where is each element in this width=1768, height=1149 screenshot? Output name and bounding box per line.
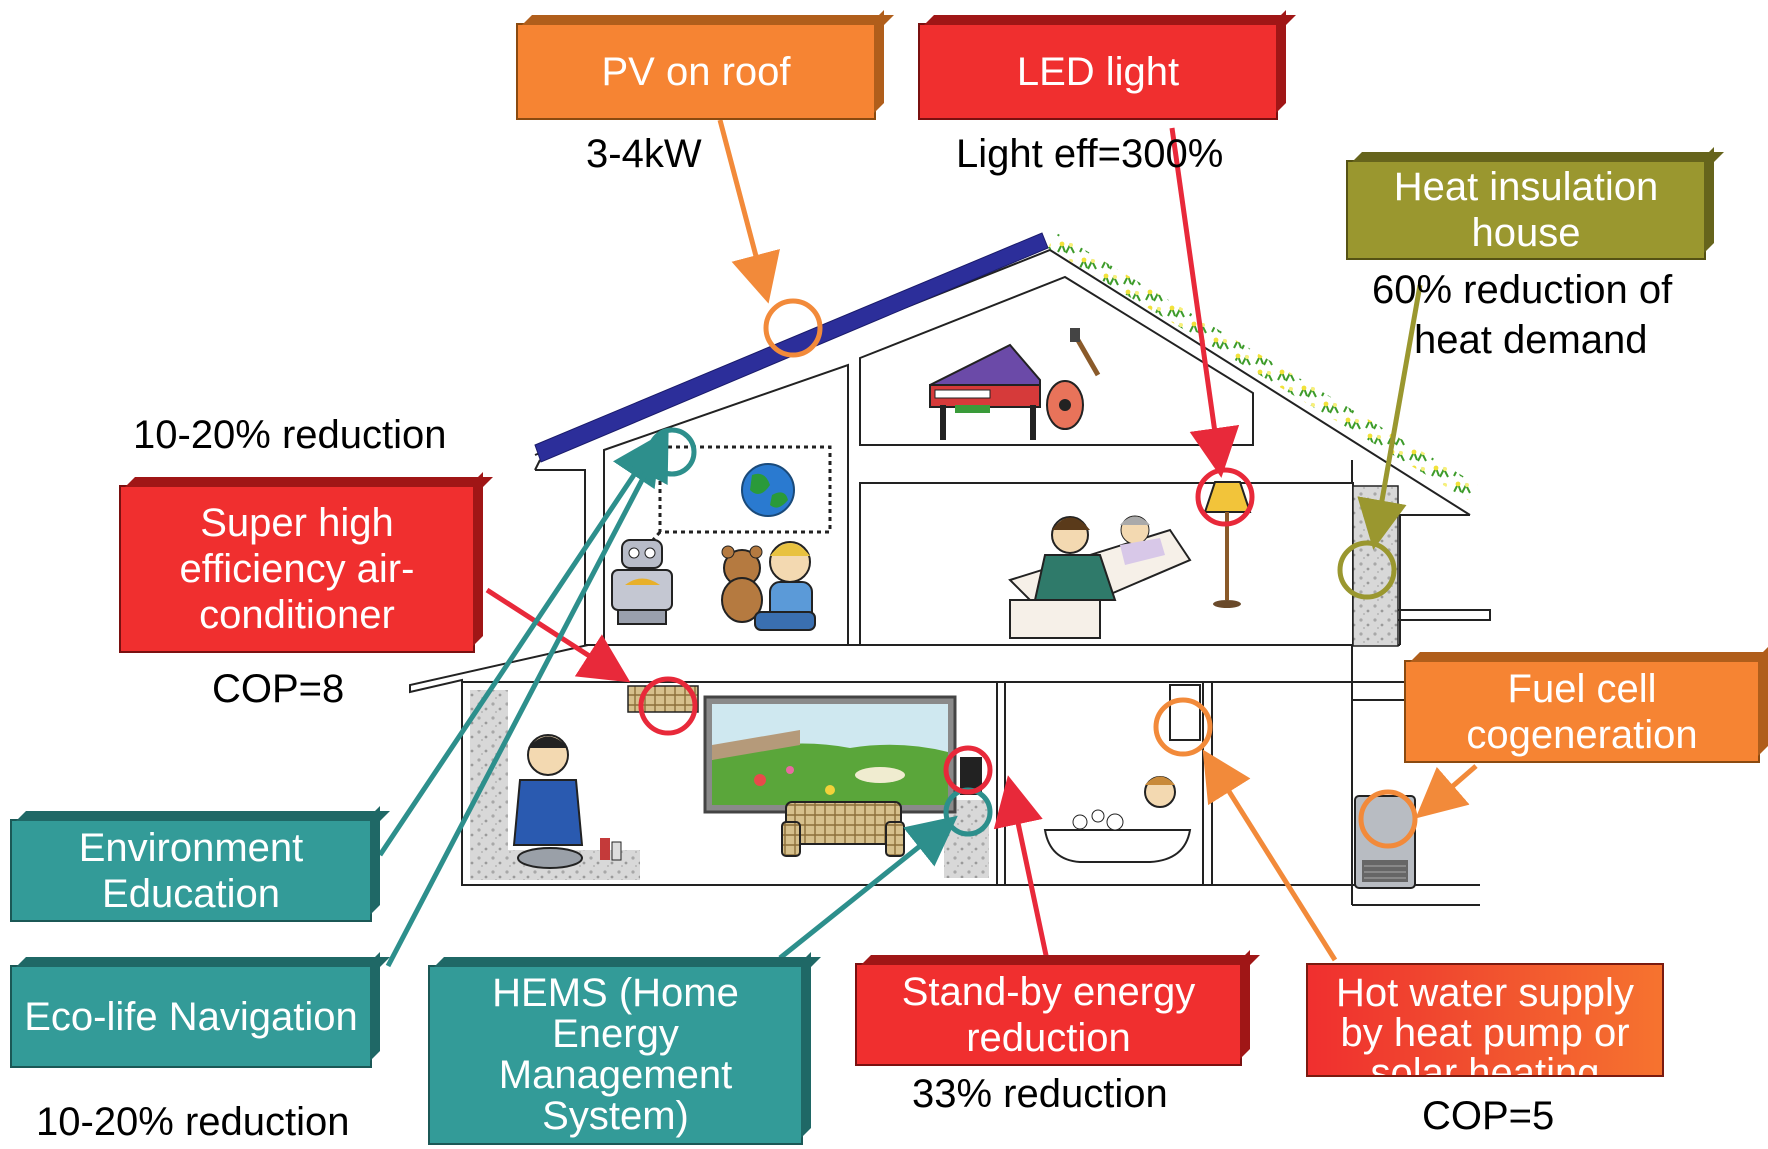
insulation-value-2: heat demand xyxy=(1414,318,1648,362)
pv-box-depth-top xyxy=(522,15,894,25)
aircon-title-2: efficiency air- xyxy=(179,547,415,591)
garden-window-icon xyxy=(703,695,957,814)
utility-room xyxy=(1211,681,1353,886)
env-education-box: Environment Education xyxy=(10,806,390,922)
hotwater-box: Hot water supply by heat pump or solar h… xyxy=(1306,963,1664,1077)
env-education-box-depth-right xyxy=(370,806,380,915)
piano-icon xyxy=(929,343,1041,440)
led-box: LED light xyxy=(918,10,1296,120)
fuelcell-arrow xyxy=(1415,764,1478,819)
hotwater-target-circle xyxy=(1153,697,1213,757)
insulation-value-1: 60% reduction of xyxy=(1372,268,1673,312)
insulation-box-depth-right xyxy=(1704,147,1714,253)
env-education-box-depth-top xyxy=(16,811,390,821)
fuel-cell-unit-icon xyxy=(1354,795,1416,889)
fuelcell-box: Fuel cell cogeneration xyxy=(1404,647,1768,763)
robot-icon xyxy=(611,539,673,625)
standby-device-icon xyxy=(960,757,982,795)
hems-box-depth-top xyxy=(434,957,821,967)
insulation-box: Heat insulation house xyxy=(1346,147,1724,260)
led-title: LED light xyxy=(1016,49,1180,94)
hems-title-3: Management xyxy=(498,1053,733,1097)
eco-nav-value: 10-20% reduction xyxy=(36,1100,350,1144)
hotwater-title-2: by heat pump or xyxy=(1340,1011,1630,1055)
hems-box-depth-right xyxy=(801,952,811,1138)
led-box-depth-right xyxy=(1276,10,1286,113)
led-arrow xyxy=(1169,127,1240,478)
insulation-arrow xyxy=(1357,284,1423,550)
hotwater-title-1: Hot water supply xyxy=(1336,971,1634,1015)
hems-arrow xyxy=(778,815,958,960)
insulation-title-2: house xyxy=(1471,211,1581,255)
standby-box-depth-top xyxy=(861,955,1260,965)
solar-panel-icon xyxy=(534,232,1049,463)
teddy-bear-icon xyxy=(721,545,763,623)
aircon-box-depth-top xyxy=(125,477,493,487)
eco-nav-title: Eco-life Navigation xyxy=(24,994,358,1039)
fuelcell-box-depth-top xyxy=(1410,652,1768,662)
bathroom-door xyxy=(1169,684,1201,741)
aircon-title-3: conditioner xyxy=(199,593,395,637)
aircon-box-depth-right xyxy=(473,472,483,646)
hems-title-1: HEMS (Home xyxy=(492,971,739,1016)
standby-box: Stand-by energy reduction xyxy=(855,950,1260,1066)
caregiver-icon xyxy=(1033,516,1117,601)
thought-bubble xyxy=(658,445,832,534)
pv-arrow xyxy=(717,119,780,304)
standby-box-depth-right xyxy=(1240,950,1250,1059)
cook-icon xyxy=(512,734,622,869)
pv-value: 3-4kW xyxy=(586,132,702,176)
pv-box: PV on roof xyxy=(516,10,894,120)
standby-target-circle xyxy=(943,745,993,795)
hems-title-2: Energy xyxy=(552,1012,679,1057)
aircon-above: 10-20% reduction xyxy=(133,413,447,457)
fuelcell-target-circle xyxy=(1358,789,1418,849)
pv-target-circle xyxy=(763,298,823,358)
standby-value: 33% reduction xyxy=(912,1072,1168,1116)
hotwater-box-depth-right xyxy=(1662,963,1664,1070)
aircon-title-1: Super high xyxy=(200,501,394,545)
guitar-icon xyxy=(1046,328,1101,430)
fuelcell-title-2: cogeneration xyxy=(1466,712,1698,757)
aircon-arrow xyxy=(485,587,631,683)
eco-nav-box-depth-right xyxy=(370,952,380,1061)
hotwater-title-3: solar heating xyxy=(1370,1051,1600,1077)
roof-garden-icon xyxy=(1048,232,1478,500)
led-box-depth-top xyxy=(924,15,1296,25)
sofa-icon xyxy=(781,801,905,857)
floor-lamp-icon xyxy=(1203,481,1252,608)
aircon-box: Super high efficiency air- conditioner xyxy=(119,472,493,653)
hems-title-4: System) xyxy=(542,1093,689,1138)
eco-nav-box-depth-top xyxy=(16,957,390,967)
bathtub-icon xyxy=(1043,776,1192,863)
earth-globe-icon xyxy=(741,463,795,517)
env-education-arrow xyxy=(377,433,662,857)
insulation-box-depth-top xyxy=(1352,152,1724,162)
hotwater-box-depth-top xyxy=(1312,963,1664,965)
eco-nav-box: Eco-life Navigation xyxy=(10,952,390,1068)
standby-title-2: reduction xyxy=(966,1015,1131,1060)
pv-box-depth-right xyxy=(874,10,884,113)
child-icon xyxy=(754,541,816,631)
hems-box: HEMS (Home Energy Management System) xyxy=(428,952,821,1145)
fuelcell-title-1: Fuel cell xyxy=(1507,666,1657,711)
insulation-title-1: Heat insulation xyxy=(1393,165,1659,209)
standby-title-1: Stand-by energy xyxy=(901,969,1196,1014)
standby-arrow xyxy=(993,775,1050,961)
eco-nav-arrow xyxy=(385,429,669,968)
env-education-title-2: Education xyxy=(102,871,280,916)
hotwater-arrow xyxy=(1202,749,1338,962)
env-education-title-1: Environment xyxy=(78,825,304,870)
aircon-target-circle xyxy=(638,676,698,736)
pv-title: PV on roof xyxy=(601,49,791,94)
hotwater-value: COP=5 xyxy=(1422,1094,1555,1138)
aircon-value: COP=8 xyxy=(212,667,345,711)
fuelcell-box-depth-right xyxy=(1758,647,1768,756)
led-value: Light eff=300% xyxy=(956,132,1224,176)
